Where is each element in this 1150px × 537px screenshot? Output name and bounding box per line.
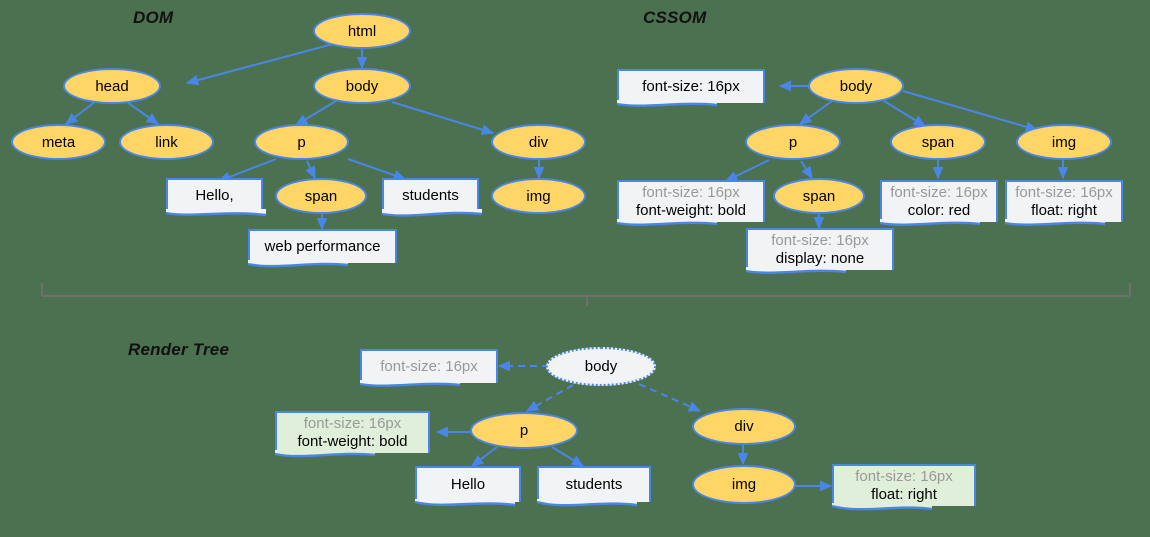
render-node-body-label: body bbox=[584, 358, 618, 375]
cssom-node-span-top[interactable]: span bbox=[890, 124, 986, 160]
render-rule-p-line-0: font-size: 16px bbox=[303, 414, 402, 432]
dom-node-img[interactable]: img bbox=[491, 178, 586, 214]
dom-node-span-label: span bbox=[304, 187, 338, 205]
dom-node-html[interactable]: html bbox=[313, 13, 411, 49]
cssom-node-span-nested-label: span bbox=[802, 187, 836, 205]
cssom-node-span-top-label: span bbox=[921, 133, 955, 151]
dom-node-img-label: img bbox=[526, 187, 551, 205]
render-text-hello[interactable]: Hello bbox=[414, 466, 521, 507]
render-node-p-label: p bbox=[519, 422, 529, 439]
dom-node-body[interactable]: body bbox=[313, 68, 411, 104]
render-text-students[interactable]: students bbox=[536, 466, 651, 507]
dom-node-span[interactable]: span bbox=[275, 178, 367, 214]
cssom-rule-span-top-line-0: font-size: 16px bbox=[890, 183, 988, 201]
cssom-node-p-label: p bbox=[788, 133, 798, 151]
cssom-rule-span-top-line-1: color: red bbox=[907, 202, 971, 219]
dom-node-head-label: head bbox=[95, 77, 129, 95]
dom-node-div[interactable]: div bbox=[491, 124, 586, 160]
dom-node-meta-label: meta bbox=[41, 133, 76, 151]
cssom-rule-p[interactable]: font-size: 16px font-weight: bold bbox=[616, 180, 765, 226]
dom-node-body-label: body bbox=[345, 77, 379, 95]
dom-text-web-performance[interactable]: web performance bbox=[247, 229, 397, 268]
cssom-rule-img[interactable]: font-size: 16px float: right bbox=[1004, 180, 1123, 226]
dom-text-hello[interactable]: Hello, bbox=[165, 178, 267, 217]
dom-node-p[interactable]: p bbox=[254, 124, 349, 160]
render-node-div[interactable]: div bbox=[692, 408, 796, 445]
render-node-img-label: img bbox=[731, 476, 757, 493]
section-title-dom: DOM bbox=[133, 8, 174, 27]
cssom-rule-span-top[interactable]: font-size: 16px color: red bbox=[879, 180, 998, 226]
dom-node-html-label: html bbox=[347, 22, 377, 40]
cssom-rule-body-line-0: font-size: 16px bbox=[642, 77, 740, 95]
render-node-body[interactable]: body bbox=[546, 347, 656, 386]
render-text-students-label: students bbox=[565, 475, 623, 493]
cssom-rule-span-nested[interactable]: font-size: 16px display: none bbox=[745, 228, 894, 274]
render-node-img[interactable]: img bbox=[692, 465, 796, 504]
dom-node-link-label: link bbox=[155, 133, 178, 151]
render-node-p[interactable]: p bbox=[470, 412, 578, 449]
cssom-node-p[interactable]: p bbox=[745, 124, 841, 160]
dom-text-hello-label: Hello, bbox=[195, 186, 234, 204]
dom-text-web-performance-label: web performance bbox=[264, 237, 381, 255]
cssom-node-img-label: img bbox=[1051, 133, 1077, 151]
render-rule-p[interactable]: font-size: 16px font-weight: bold bbox=[274, 411, 430, 458]
dom-node-p-label: p bbox=[297, 133, 306, 151]
cssom-rule-p-line-1: font-weight: bold bbox=[635, 202, 747, 219]
cssom-node-body-label: body bbox=[839, 77, 873, 95]
render-rule-img[interactable]: font-size: 16px float: right bbox=[831, 464, 976, 511]
cssom-rule-span-nested-line-1: display: none bbox=[775, 250, 865, 267]
dom-node-head[interactable]: head bbox=[63, 68, 161, 104]
dom-text-students[interactable]: students bbox=[381, 178, 483, 217]
dom-text-students-label: students bbox=[402, 186, 459, 204]
section-title-cssom: CSSOM bbox=[643, 8, 707, 27]
cssom-rule-body[interactable]: font-size: 16px bbox=[616, 69, 765, 107]
dom-node-link[interactable]: link bbox=[119, 124, 214, 160]
cssom-rule-img-line-0: font-size: 16px bbox=[1015, 183, 1113, 201]
cssom-rule-span-nested-line-0: font-size: 16px bbox=[771, 231, 869, 249]
cssom-rule-p-line-0: font-size: 16px bbox=[642, 183, 740, 201]
render-node-div-label: div bbox=[734, 418, 754, 435]
render-rule-p-line-1: font-weight: bold bbox=[297, 433, 408, 450]
section-title-render-tree: Render Tree bbox=[128, 340, 230, 359]
render-rule-img-line-1: float: right bbox=[871, 486, 937, 503]
cssom-node-span-nested[interactable]: span bbox=[773, 178, 865, 214]
dom-node-meta[interactable]: meta bbox=[11, 124, 106, 160]
render-rule-body[interactable]: font-size: 16px bbox=[359, 349, 498, 387]
render-rule-img-line-0: font-size: 16px bbox=[855, 467, 953, 485]
cssom-node-img[interactable]: img bbox=[1016, 124, 1112, 160]
cssom-rule-img-line-1: float: right bbox=[1031, 202, 1097, 219]
render-rule-body-line-0: font-size: 16px bbox=[380, 357, 478, 375]
cssom-node-body[interactable]: body bbox=[808, 68, 904, 104]
render-text-hello-label: Hello bbox=[450, 475, 486, 493]
dom-node-div-label: div bbox=[528, 133, 549, 151]
